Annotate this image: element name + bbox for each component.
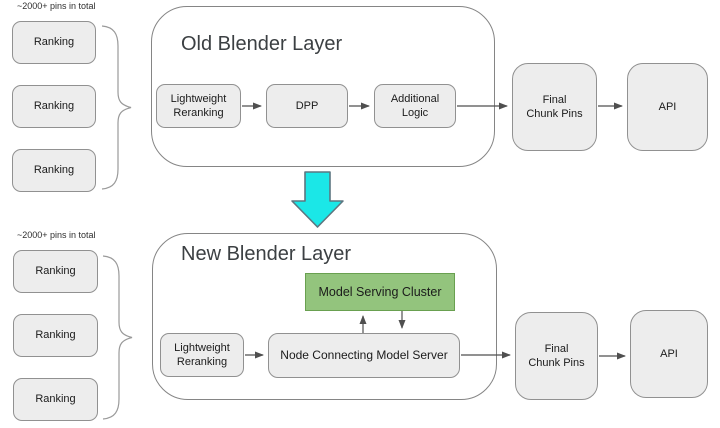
final-chunk-pins-box-bottom: Final Chunk Pins <box>515 312 598 400</box>
new-blender-layer-title: New Blender Layer <box>181 243 352 265</box>
ranking-box-bottom-3: Ranking <box>13 378 98 421</box>
node-connecting-model-server-box: Node Connecting Model Server <box>268 333 460 378</box>
pins-total-label-bottom: ~2000+ pins in total <box>17 230 96 240</box>
final-chunk-pins-box-top: Final Chunk Pins <box>512 63 597 151</box>
ranking-box-top-1: Ranking <box>12 21 96 64</box>
ranking-box-bottom-2: Ranking <box>13 314 98 357</box>
api-box-bottom: API <box>630 310 708 398</box>
additional-logic-box: Additional Logic <box>374 84 456 128</box>
model-serving-cluster-box: Model Serving Cluster <box>305 273 455 311</box>
ranking-box-bottom-1: Ranking <box>13 250 98 293</box>
ranking-box-top-2: Ranking <box>12 85 96 128</box>
old-blender-layer-title: Old Blender Layer <box>181 33 343 55</box>
api-box-top: API <box>627 63 708 151</box>
dpp-box: DPP <box>266 84 348 128</box>
lightweight-reranking-box-top: Lightweight Reranking <box>156 84 241 128</box>
ranking-box-top-3: Ranking <box>12 149 96 192</box>
pins-total-label-top: ~2000+ pins in total <box>17 1 96 11</box>
lightweight-reranking-box-bottom: Lightweight Reranking <box>160 333 244 377</box>
brace-top-icon <box>101 25 132 190</box>
brace-bottom-icon <box>102 255 133 420</box>
transform-down-arrow-icon <box>291 171 344 228</box>
